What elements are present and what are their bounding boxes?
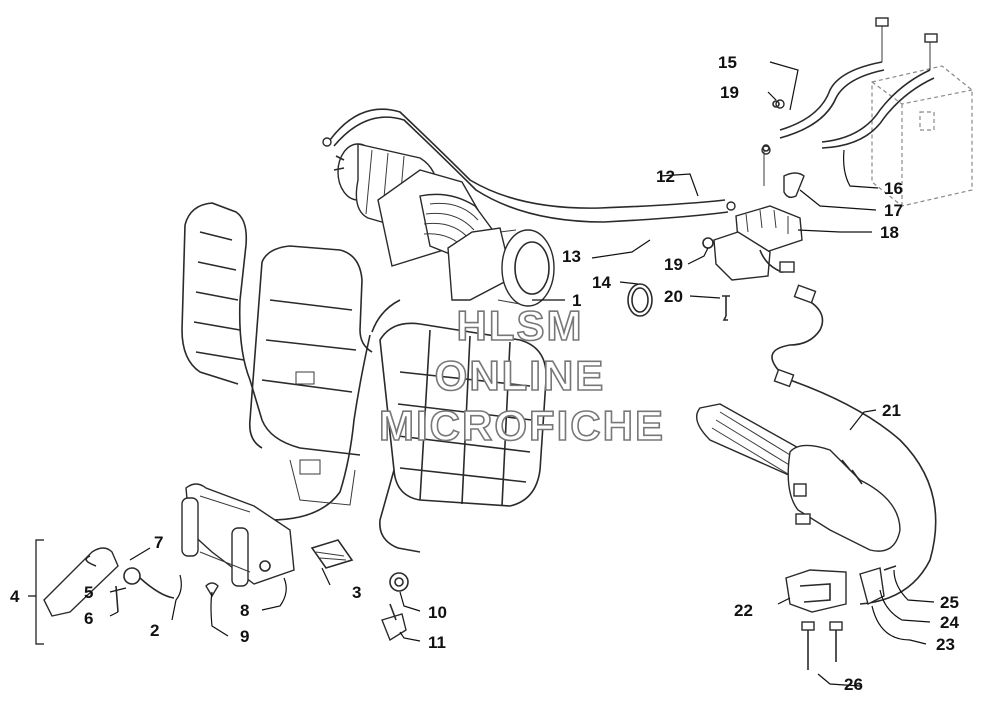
hardware-small [627, 100, 780, 321]
callout-11: 11 [428, 633, 446, 652]
callout-6: 6 [84, 609, 93, 628]
callout-7: 7 [154, 533, 163, 552]
callout-25: 25 [940, 593, 959, 612]
callout-8: 8 [240, 601, 249, 620]
wiring-harness [269, 284, 937, 605]
watermark-line-3: MICROFICHE [379, 402, 665, 449]
solenoid [713, 172, 805, 281]
winch-cables [322, 108, 736, 223]
callout-19-lower: 19 [664, 255, 683, 274]
winch-switch-bracket [785, 565, 897, 670]
battery [871, 65, 973, 207]
callout-26: 26 [844, 675, 863, 694]
handlebar-grip [696, 403, 901, 552]
callout-9: 9 [240, 627, 249, 646]
callout-16: 16 [884, 179, 903, 198]
callout-22: 22 [734, 601, 753, 620]
callout-12: 12 [656, 167, 675, 186]
leader-lines [28, 61, 935, 687]
callout-18: 18 [880, 223, 899, 242]
callout-4: 4 [10, 587, 20, 606]
callout-3: 3 [352, 583, 361, 602]
winch-assembly [333, 143, 555, 307]
winch-hook [43, 547, 175, 617]
roller-fairlead [181, 483, 295, 587]
battery-cables [761, 17, 938, 186]
callout-23: 23 [936, 635, 955, 654]
callout-1: 1 [572, 291, 581, 310]
watermark: HLSM ONLINE MICROFICHE [378, 301, 665, 450]
callout-17: 17 [884, 201, 903, 220]
decal-and-plate [310, 539, 354, 569]
callout-13: 13 [562, 247, 581, 266]
watermark-line-2: ONLINE [435, 352, 606, 399]
callout-10: 10 [428, 603, 447, 622]
callout-24: 24 [940, 613, 959, 632]
callout-20: 20 [664, 287, 683, 306]
callout-15: 15 [718, 53, 737, 72]
callout-5: 5 [84, 583, 93, 602]
callout-21: 21 [882, 401, 901, 420]
callout-14: 14 [592, 273, 611, 292]
watermark-line-1: HLSM [457, 302, 584, 349]
callout-19-upper: 19 [720, 83, 739, 102]
callout-2: 2 [150, 621, 159, 640]
callout-labels: 1 2 3 4 5 6 7 8 9 10 11 12 13 14 15 16 1… [10, 53, 959, 694]
front-bumper-guard [181, 202, 547, 553]
mount-bolts [205, 572, 409, 642]
